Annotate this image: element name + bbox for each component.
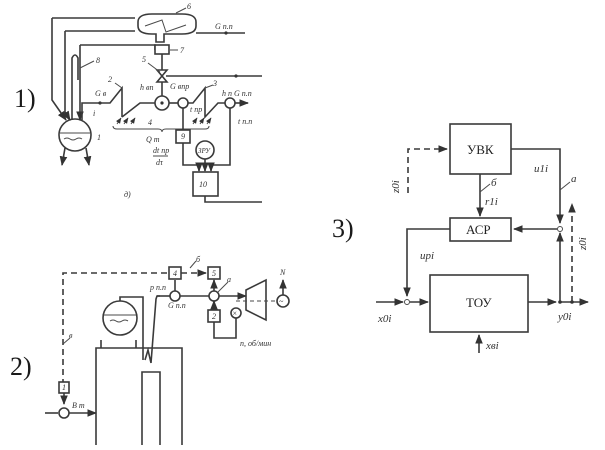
block-tou xyxy=(429,274,529,333)
block-5-label: 5 xyxy=(212,269,216,278)
label-5: 5 xyxy=(142,55,146,64)
label-g-pr: G впр xyxy=(170,82,189,91)
panel-3-label: 3) xyxy=(332,214,354,243)
label-1: 1 xyxy=(97,133,101,142)
signal-z0i-top: z0i xyxy=(390,180,402,194)
block-uvk-label: УВК xyxy=(467,142,494,157)
block-1-label: 1 xyxy=(62,383,66,392)
label-b: б xyxy=(196,255,201,264)
zru-label: ЗРУ xyxy=(198,147,211,155)
block-10-label: 10 xyxy=(199,180,207,189)
label-a: а xyxy=(227,275,231,284)
signal-u1i: u1i xyxy=(534,163,548,175)
signal-y0i: y0i xyxy=(557,311,571,323)
signal-x0i: x0i xyxy=(377,313,391,325)
label-h-vp: h вп xyxy=(140,83,153,92)
block-asr-label: АСР xyxy=(466,222,491,237)
block-2-label: 2 xyxy=(212,312,216,321)
label-g-v: G в xyxy=(95,89,107,98)
label-g-pp: G п.п xyxy=(168,301,186,310)
heat-flux-arrows xyxy=(112,117,212,133)
boiler-drum: 1 xyxy=(58,118,101,166)
label-v: в xyxy=(69,331,73,340)
label-p-pp: p п.п xyxy=(149,283,166,292)
signal-a: а xyxy=(571,173,577,185)
panel-2-label: 2) xyxy=(10,352,32,381)
block-9-label: 9 xyxy=(181,132,185,141)
signal-xvi: xвi xyxy=(485,340,499,352)
block-4-label: 4 xyxy=(173,269,177,278)
label-x: × xyxy=(232,309,237,318)
signal-z0i-right: z0i xyxy=(577,237,589,251)
label-8: 8 xyxy=(96,56,100,65)
label-deriv-num: dt пр xyxy=(153,146,169,155)
diagram-2-turbine-control: в 1 B т p п.п G п.п 4 б 5 xyxy=(45,255,290,445)
block-tou-label: ТОУ xyxy=(466,295,492,310)
label-h-g: h п G п.п xyxy=(222,89,252,98)
label-deriv-den: dτ xyxy=(156,158,164,167)
label-g-pp-top: G п.п xyxy=(215,22,233,31)
panel-1-label: 1) xyxy=(14,84,36,113)
label-4: 4 xyxy=(148,118,152,127)
label-t-pr: t пр xyxy=(190,105,202,114)
label-gen: ~ xyxy=(279,297,284,306)
caption-d: д) xyxy=(124,190,131,199)
label-q: Q т xyxy=(146,135,160,144)
label-2: 2 xyxy=(108,75,112,84)
label-b-t: B т xyxy=(72,401,85,410)
label-3: 3 xyxy=(212,79,217,88)
signal-upi: upi xyxy=(420,250,434,262)
diagram-1-superheater-control: 1 8 6 G п.п 7 5 h вп 4 xyxy=(51,2,262,203)
label-7: 7 xyxy=(180,46,185,55)
label-n: N xyxy=(279,268,286,277)
signal-b: б xyxy=(491,177,497,189)
label-t-pp: t п.п xyxy=(238,117,252,126)
label-6: 6 xyxy=(187,2,191,11)
label-speed: n, об/мин xyxy=(240,339,271,348)
label-i: i xyxy=(93,109,95,118)
diagram-3-control-hierarchy: УВК z0i б r1i u1i а АСР upi ТОУ x0i xyxy=(376,123,589,353)
signal-r1i: r1i xyxy=(485,196,498,208)
